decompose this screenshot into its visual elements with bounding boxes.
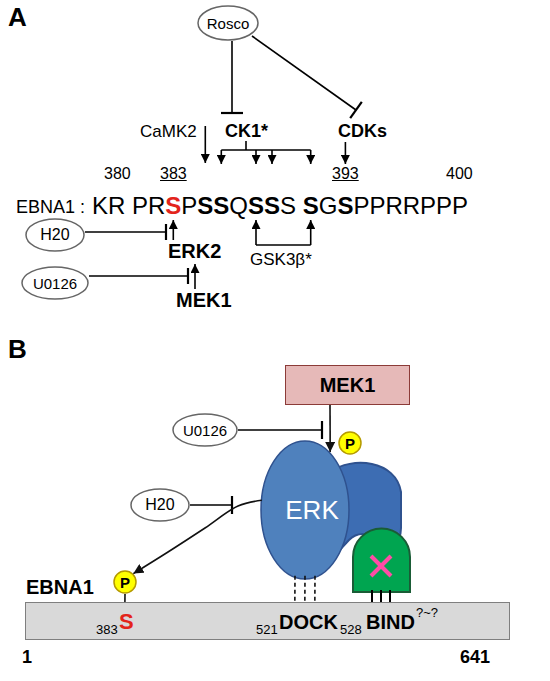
sequence-residue: PR — [132, 194, 165, 218]
node-label: U0126 — [33, 276, 77, 291]
phospho-circle: P — [113, 570, 137, 594]
inhibitor-ellipse: U0126 — [21, 266, 89, 300]
residue-number: 521 — [256, 623, 278, 636]
residue-number: ?~? — [416, 606, 438, 619]
inhibition-bar — [187, 268, 189, 284]
ellipse-outline — [114, 571, 136, 593]
protein-label: EBNA1 : — [16, 198, 85, 216]
kinase-ellipse: ERK — [260, 440, 350, 580]
position-label: 1 — [22, 648, 32, 666]
inhibition-line — [85, 231, 166, 233]
inhibition-bar — [321, 421, 323, 439]
activation-arrow — [329, 405, 331, 452]
kinase-label: CaMK2 — [140, 123, 197, 140]
ellipse-outline — [173, 414, 237, 446]
ellipse-outline — [261, 441, 349, 579]
inhibitor-ellipse: H20 — [130, 488, 190, 522]
sequence-residue: SS — [248, 194, 280, 218]
phosphorylation-arrow — [310, 150, 312, 164]
sequence-residue: S — [280, 194, 296, 218]
kinase-label: CK1* — [225, 122, 268, 140]
inhibition-bar — [221, 112, 243, 114]
inhibition-line — [89, 275, 188, 277]
bracket-line — [256, 244, 311, 246]
ellipse-outline — [26, 219, 84, 251]
phosphorylation-arrow — [255, 220, 257, 245]
phosphorylation-arrow — [221, 150, 223, 164]
motif-label: DOCK — [279, 612, 338, 632]
inhibition-bar — [350, 102, 362, 118]
phosphorylation-arrow — [345, 142, 347, 164]
residue-number: 383 — [96, 623, 118, 636]
ellipse-outline — [22, 267, 88, 299]
sequence-residue: Q — [229, 194, 248, 218]
ellipse-outline — [339, 432, 361, 454]
kinase-box: MEK1 — [285, 365, 410, 405]
phosphorylation-arrow — [310, 220, 312, 245]
phosphorylation-arrow — [271, 150, 273, 164]
panel-letter: A — [8, 4, 27, 30]
node-label: MEK1 — [320, 375, 376, 395]
ellipse-outline — [131, 489, 189, 521]
residue-letter: S — [119, 611, 134, 633]
sequence-residue: P — [181, 194, 197, 218]
residue-number: 393 — [332, 166, 359, 182]
inhibition-line — [231, 41, 233, 113]
sequence-residue: G — [319, 194, 338, 218]
sequence-residue: PPRRPPP — [353, 194, 468, 218]
panel-letter: B — [8, 336, 27, 362]
node-label: P — [345, 436, 355, 451]
phospho-circle: P — [338, 431, 362, 455]
activation-arrow — [194, 264, 196, 289]
binding-line — [389, 590, 391, 602]
phosphorylation-arrow — [255, 150, 257, 164]
node-label: U0126 — [183, 423, 227, 438]
sequence-residue: S — [303, 194, 319, 218]
cross-mark — [371, 556, 391, 576]
node-label: P — [120, 575, 130, 590]
residue-number: 528 — [340, 623, 362, 636]
inhibitor-ellipse: Rosco — [197, 5, 259, 41]
node-label: H20 — [145, 497, 174, 513]
inhibition-line — [252, 36, 356, 110]
phospho-stem — [124, 594, 126, 602]
residue-number: 400 — [446, 166, 473, 182]
kinase-label: GSK3β* — [250, 251, 312, 268]
phosphorylation-arrow — [173, 220, 175, 240]
sequence-residue: S — [337, 194, 353, 218]
bracket-line — [221, 149, 310, 151]
residue-number: 380 — [104, 166, 131, 182]
position-label: 641 — [460, 648, 490, 666]
inhibition-line — [190, 504, 232, 506]
sequence-residue: S — [165, 194, 181, 218]
kinase-label: ERK2 — [168, 241, 221, 261]
protein-label: EBNA1 — [26, 577, 94, 597]
ellipse-outline — [198, 6, 258, 40]
binding-line — [371, 590, 373, 602]
phosphorylation-arrow — [205, 126, 207, 163]
inhibitor-ellipse: U0126 — [172, 413, 238, 447]
binding-domain — [353, 529, 410, 593]
node-label: H20 — [40, 227, 69, 243]
inhibition-bar — [165, 224, 167, 240]
binding-line — [380, 590, 382, 602]
node-label: Rosco — [207, 16, 250, 31]
protein-bar: EBNA1383S521DOCK528BIND?~? — [25, 602, 510, 640]
residue-number: 383 — [160, 166, 187, 182]
sequence-residue: SS — [197, 194, 229, 218]
bracket-stem — [245, 141, 247, 150]
motif-label: BIND — [366, 612, 415, 632]
kinase-label: CDKs — [338, 122, 387, 140]
sequence-residue: KR — [92, 194, 125, 218]
kinase-label: MEK1 — [176, 290, 232, 310]
inhibition-line — [238, 429, 322, 431]
node-label: ERK — [271, 497, 338, 523]
inhibitor-ellipse: H20 — [25, 218, 85, 252]
inhibition-bar — [231, 496, 233, 514]
cross-mark — [371, 556, 391, 576]
